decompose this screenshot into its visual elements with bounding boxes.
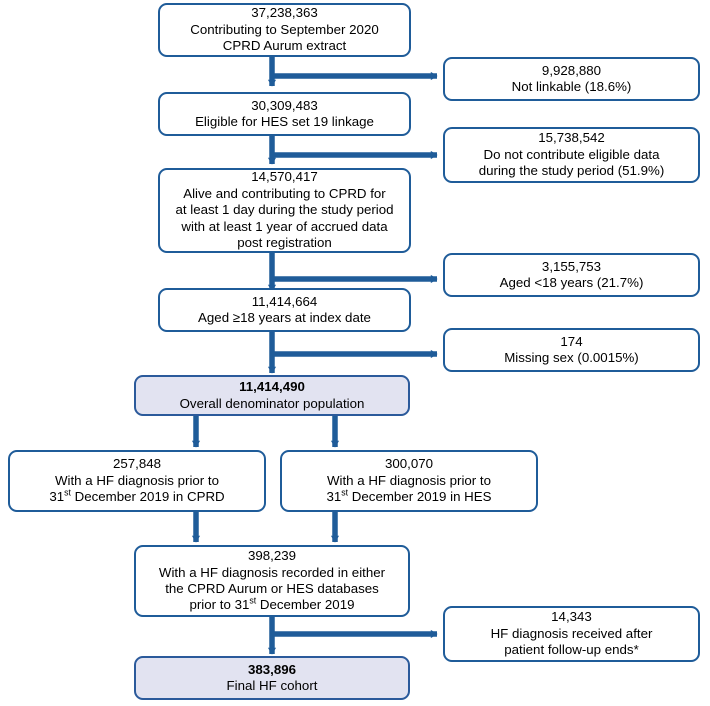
node-aged-under-18: 3,155,753 Aged <18 years (21.7%) [443,253,700,297]
node-count: 300,070 [384,456,434,472]
node-description: Missing sex (0.0015%) [504,350,639,365]
node-count: 15,738,542 [538,130,605,146]
node-count: 3,155,753 [541,258,602,274]
node-no-eligible-data: 15,738,542 Do not contribute eligible da… [443,127,700,183]
node-count: 14,570,417 [251,169,318,185]
node-missing-sex: 174 Missing sex (0.0015%) [443,328,700,372]
node-count: 383,896 [247,661,297,677]
node-after-followup: 14,343 HF diagnosis received after patie… [443,606,700,662]
node-count: 11,414,490 [239,379,305,395]
node-hf-either: 398,239 With a HF diagnosis recorded in … [134,545,410,617]
node-description: Contributing to September 2020 CPRD Auru… [190,21,379,54]
node-alive-contributing: 14,570,417 Alive and contributing to CPR… [158,168,411,253]
node-description: Eligible for HES set 19 linkage [195,114,374,129]
node-hf-cprd: 257,848 With a HF diagnosis prior to 31s… [8,450,266,512]
node-count: 9,928,880 [541,62,602,78]
node-final-cohort: 383,896 Final HF cohort [134,656,410,700]
node-source-extract: 37,238,363 Contributing to September 202… [158,3,411,57]
node-count: 37,238,363 [251,5,318,21]
node-description: With a HF diagnosis recorded in either t… [158,564,386,613]
node-count: 30,309,483 [251,97,318,113]
node-description: Final HF cohort [226,678,318,693]
node-description: Do not contribute eligible data during t… [478,146,665,179]
node-aged-18-plus: 11,414,664 Aged ≥18 years at index date [158,288,411,332]
node-description: Aged <18 years (21.7%) [499,275,644,290]
node-description: Alive and contributing to CPRD for at le… [175,185,394,251]
node-description: Overall denominator population [179,395,365,411]
node-count: 398,239 [247,548,297,564]
node-count: 11,414,664 [251,293,318,309]
node-description: With a HF diagnosis prior to 31st Decemb… [326,472,492,505]
node-hes-linkage: 30,309,483 Eligible for HES set 19 linka… [158,92,411,136]
node-count: 257,848 [112,456,162,472]
node-count: 174 [560,333,583,349]
node-description: Aged ≥18 years at index date [198,310,371,325]
node-not-linkable: 9,928,880 Not linkable (18.6%) [443,57,700,101]
node-description: With a HF diagnosis prior to 31st Decemb… [49,472,225,505]
node-count: 14,343 [551,609,592,625]
node-description: Not linkable (18.6%) [511,79,632,94]
node-description: HF diagnosis received after patient foll… [490,625,653,658]
node-hf-hes: 300,070 With a HF diagnosis prior to 31s… [280,450,538,512]
node-overall-denominator: 11,414,490 Overall denominator populatio… [134,375,410,416]
